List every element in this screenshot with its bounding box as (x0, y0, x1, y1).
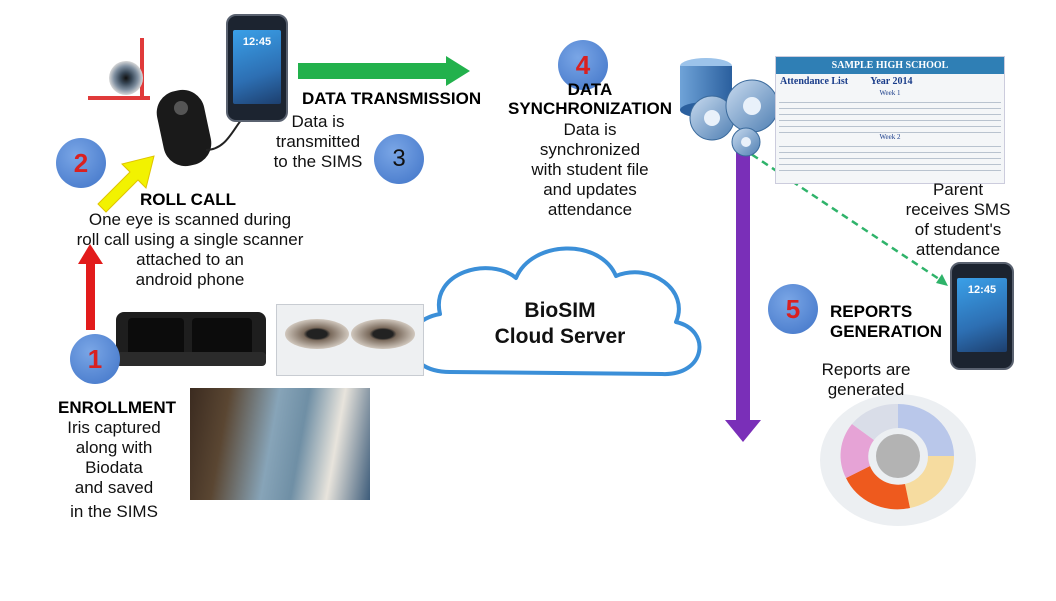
parent-phone-icon: 12:45 (950, 262, 1014, 370)
step-2-line: android phone (135, 270, 245, 289)
step-2-heading: ROLL CALL (140, 190, 237, 209)
step-4-desc: Data is synchronized with student file a… (506, 120, 674, 220)
step-3-desc: Data is transmitted to the SIMS (256, 112, 380, 172)
sms-line: attendance (915, 240, 1001, 259)
arrow-purple (725, 150, 761, 442)
sheet-week2: Week 2 (879, 133, 901, 141)
parent-phone-clock: 12:45 (967, 284, 997, 296)
step-4-line: synchronized (539, 140, 641, 159)
step-5-line: Reports are (821, 360, 911, 379)
step-4-heading: DATA SYNCHRONIZATION (502, 80, 678, 118)
step-5-heading-line: GENERATION (830, 322, 943, 341)
step-5-circle: 5 (768, 284, 818, 334)
step-5-desc: Reports are generated (806, 360, 926, 400)
step-2-circle: 2 (56, 138, 106, 188)
iris-capture-preview (276, 304, 424, 376)
arrow-yellow (97, 155, 155, 213)
cloud-label-line1: BioSIM (524, 299, 596, 322)
sms-line: of student's (914, 220, 1002, 239)
enrollment-photo (190, 388, 370, 500)
step-1-circle: 1 (70, 334, 120, 384)
phone-clock: 12:45 (242, 36, 272, 48)
step-1-line: in the SIMS (70, 502, 158, 521)
step-4-circle: 4 (558, 40, 608, 90)
step-2-line: One eye is scanned during (88, 210, 292, 229)
cloud-label-line2: Cloud Server (494, 325, 626, 348)
iris-scanner-icon (88, 38, 251, 167)
step-4-heading-line: DATA (567, 80, 613, 99)
step-3-line: to the SIMS (273, 152, 363, 171)
sheet-week1: Week 1 (879, 89, 901, 97)
sheet-year: Year 2014 (870, 76, 913, 87)
smartphone-icon: 12:45 (226, 14, 288, 122)
step-3-circle: 3 (374, 134, 424, 184)
dual-iris-camera-icon (116, 312, 266, 366)
step-5-line: generated (827, 380, 905, 399)
step-1-heading: ENROLLMENT (58, 398, 177, 417)
sms-line: Parent (932, 180, 984, 199)
step-5-heading: REPORTS GENERATION (830, 302, 942, 342)
step-4-line: and updates (543, 180, 637, 199)
arrow-green (298, 56, 470, 86)
sheet-title: Attendance List (780, 76, 849, 87)
gears-icon (680, 58, 779, 157)
sms-line: receives SMS (905, 200, 1011, 219)
step-1-line: along with (75, 438, 153, 457)
arrow-up-red (78, 244, 103, 330)
sms-desc: Parent receives SMS of student's attenda… (888, 180, 1028, 260)
step-5-heading-line: REPORTS (830, 302, 913, 321)
step-3-line: transmitted (275, 132, 361, 151)
step-4-line: Data is (563, 120, 617, 139)
step-2-desc: One eye is scanned during roll call usin… (50, 210, 330, 290)
report-cycle-icon (820, 394, 976, 526)
step-1-desc: Iris captured along with Biodata and sav… (50, 418, 178, 522)
step-2-line: roll call using a single scanner (76, 230, 304, 249)
step-2-line: attached to an (136, 250, 244, 269)
cloud-label: BioSIM Cloud Server (470, 298, 650, 350)
step-4-line: with student file (531, 160, 649, 179)
step-4-line: attendance (547, 200, 633, 219)
attendance-sheet: SAMPLE HIGH SCHOOL Attendance List Year … (775, 56, 1005, 184)
step-3-heading: DATA TRANSMISSION (302, 89, 482, 108)
step-1-line: Biodata (85, 458, 143, 477)
step-1-line: and saved (74, 478, 154, 497)
step-1-line: Iris captured (67, 418, 161, 437)
step-4-heading-line: SYNCHRONIZATION (507, 99, 672, 118)
sheet-school: SAMPLE HIGH SCHOOL (776, 57, 1004, 74)
step-3-line: Data is (291, 112, 345, 131)
